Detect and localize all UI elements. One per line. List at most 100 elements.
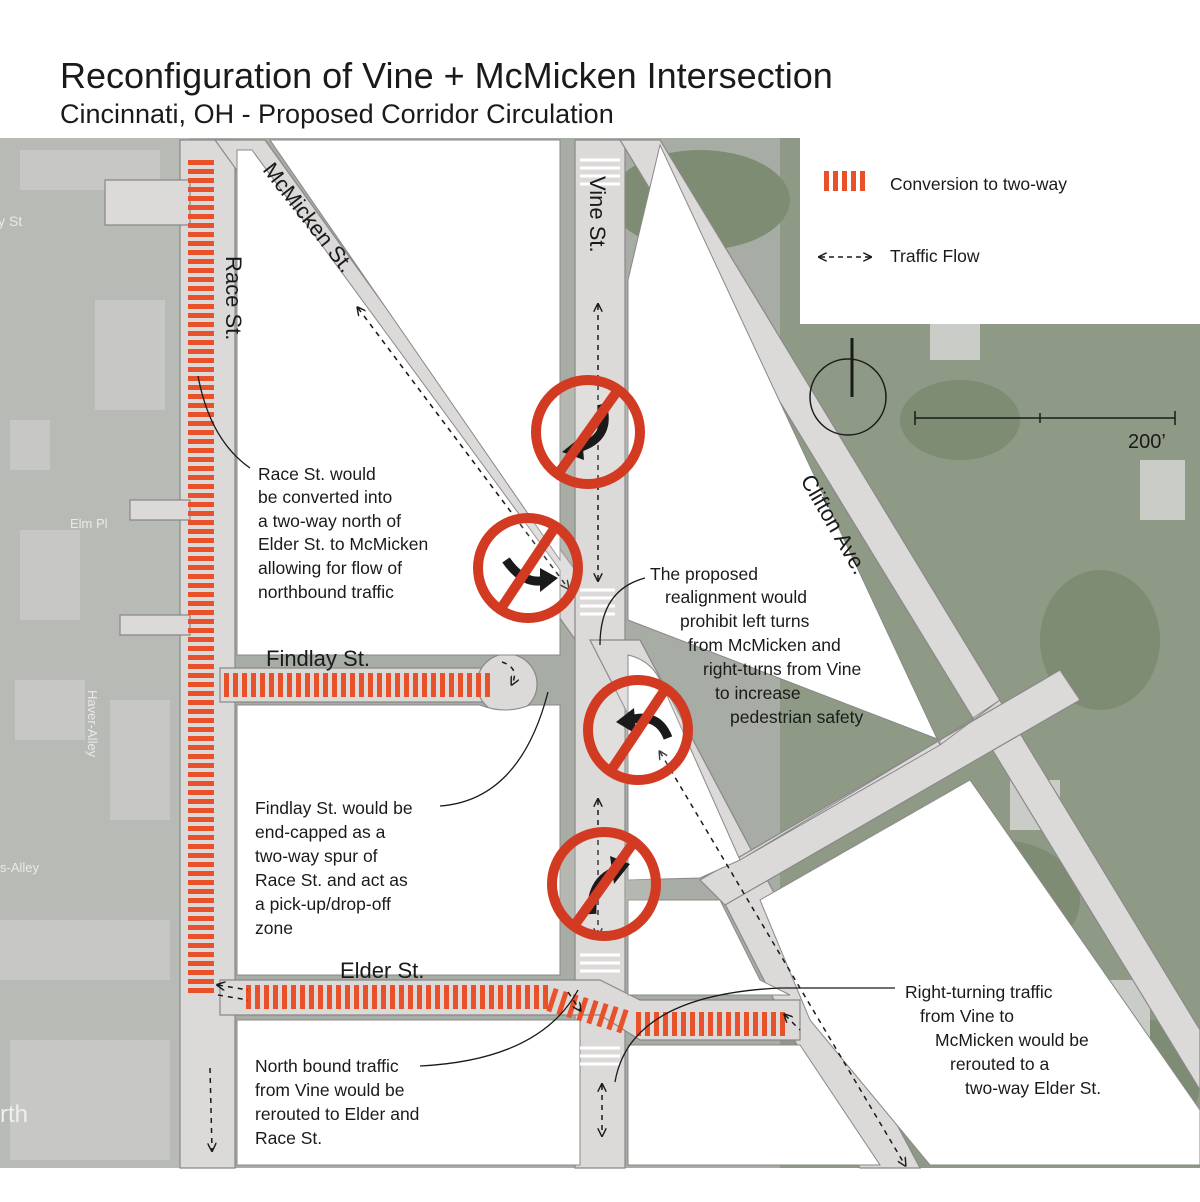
stripe-bar [188, 817, 214, 822]
stripe-bar [188, 790, 214, 795]
stripe-bar [188, 520, 214, 525]
prohibition-signs [473, 375, 693, 941]
annotation-northbound: North bound traffic from Vine would be r… [255, 1056, 419, 1148]
stripe-bar [188, 367, 214, 372]
stripe-bar [188, 268, 214, 273]
race-note-line-4: Elder St. to McMicken [258, 534, 428, 554]
stripe-bar [188, 466, 214, 471]
stripe-bar [318, 985, 323, 1009]
stripe-bar [287, 673, 292, 697]
stripe-bar [413, 673, 418, 697]
stripe-bar [690, 1012, 695, 1036]
stripe-bar [350, 673, 355, 697]
stripe-bar [516, 985, 521, 1009]
stripe-bar [188, 925, 214, 930]
realign-note-line-5: right-turns from Vine [703, 659, 861, 679]
legend-traffic-flow-label: Traffic Flow [890, 246, 980, 266]
street-label-elder: Elder St. [340, 958, 424, 983]
stripe-bar [188, 286, 214, 291]
stripe-bar [188, 259, 214, 264]
stripe-bar [188, 331, 214, 336]
stripe-bar [368, 673, 373, 697]
stripe-bar [233, 673, 238, 697]
northbound-note-line-2: from Vine would be [255, 1080, 405, 1100]
stripe-bar [188, 880, 214, 885]
stripe-bar [188, 583, 214, 588]
realign-note-line-2: realignment would [665, 587, 807, 607]
stripe-bar [188, 376, 214, 381]
stripe-bar [188, 799, 214, 804]
stripe-bar [471, 985, 476, 1009]
traffic-flow-layer [210, 305, 905, 1165]
stripe-bar [188, 745, 214, 750]
stripe-bar [188, 160, 214, 165]
stripe-bar [188, 349, 214, 354]
stripe-bar [188, 556, 214, 561]
stripe-bar [780, 1012, 785, 1036]
stripe-bar [188, 988, 214, 993]
stripe-bar [546, 987, 559, 1013]
stripe-bar [188, 430, 214, 435]
stripe-bar [188, 187, 214, 192]
stripe-bar [251, 673, 256, 697]
stripe-bar [188, 691, 214, 696]
annotation-realignment: The proposed realignment would prohibit … [650, 564, 864, 727]
stripe-bar [188, 574, 214, 579]
stripe-bar [188, 736, 214, 741]
stripe-bar [596, 1002, 609, 1028]
stripe-bar [291, 985, 296, 1009]
annotation-right-turn: Right-turning traffic from Vine to McMic… [905, 982, 1101, 1098]
stripe-bar [188, 169, 214, 174]
stripe-bar [426, 985, 431, 1009]
stripe-bar [188, 313, 214, 318]
crosswalks [580, 158, 620, 1066]
stripe-bar [188, 979, 214, 984]
no-right-turn-sign-mcmicken [473, 513, 583, 623]
stripe-bar [534, 985, 539, 1009]
stripe-bar [359, 673, 364, 697]
bg-label-y-st: y St [0, 213, 22, 229]
race-south-flow-arrow [210, 1067, 212, 1150]
stripe-bar [762, 1012, 767, 1036]
stripe-bar [188, 538, 214, 543]
legend: Conversion to two-way Traffic Flow [800, 138, 1200, 324]
no-right-turn-sign-vine-south [547, 827, 661, 941]
stripe-bar [188, 304, 214, 309]
stripe-bar [498, 985, 503, 1009]
race-note-line-2: be converted into [258, 487, 392, 507]
realign-note-line-4: from McMicken and [688, 635, 841, 655]
stripe-bar [188, 241, 214, 246]
stripe-bar [543, 985, 548, 1009]
bg-label-haver: Haver-Alley [85, 690, 100, 758]
findlay-note-line-3: two-way spur of [255, 846, 378, 866]
stripe-bar [440, 673, 445, 697]
stripe-bar [188, 646, 214, 651]
stripe-bar [188, 178, 214, 183]
stripe-bar [188, 718, 214, 723]
page-subtitle: Cincinnati, OH - Proposed Corridor Circu… [60, 99, 614, 129]
stripe-bar [314, 673, 319, 697]
stripe-bar [323, 673, 328, 697]
street-label-vine: Vine St. [585, 176, 610, 253]
rightturn-note-line-2: from Vine to [920, 1006, 1014, 1026]
bg-label-alley: s-Alley [0, 860, 40, 875]
stripe-bar [188, 358, 214, 363]
stripe-bar [681, 1012, 686, 1036]
stripe-bar [188, 475, 214, 480]
stripe-bar [255, 985, 260, 1009]
stripe-bar [390, 985, 395, 1009]
race-two-way-stripe-bars [188, 160, 214, 993]
findlay-note-line-2: end-capped as a [255, 822, 386, 842]
street-label-race: Race St. [221, 256, 246, 340]
stripe-bar [188, 763, 214, 768]
stripe-bar [462, 985, 467, 1009]
stripe-bar [586, 999, 599, 1025]
stripe-bar [188, 610, 214, 615]
stripe-bar [489, 985, 494, 1009]
stripe-bar [188, 754, 214, 759]
stripe-bar [188, 601, 214, 606]
stripe-bar [336, 985, 341, 1009]
stripe-bar [417, 985, 422, 1009]
stripe-bar [645, 1012, 650, 1036]
stripe-bar [476, 673, 481, 697]
